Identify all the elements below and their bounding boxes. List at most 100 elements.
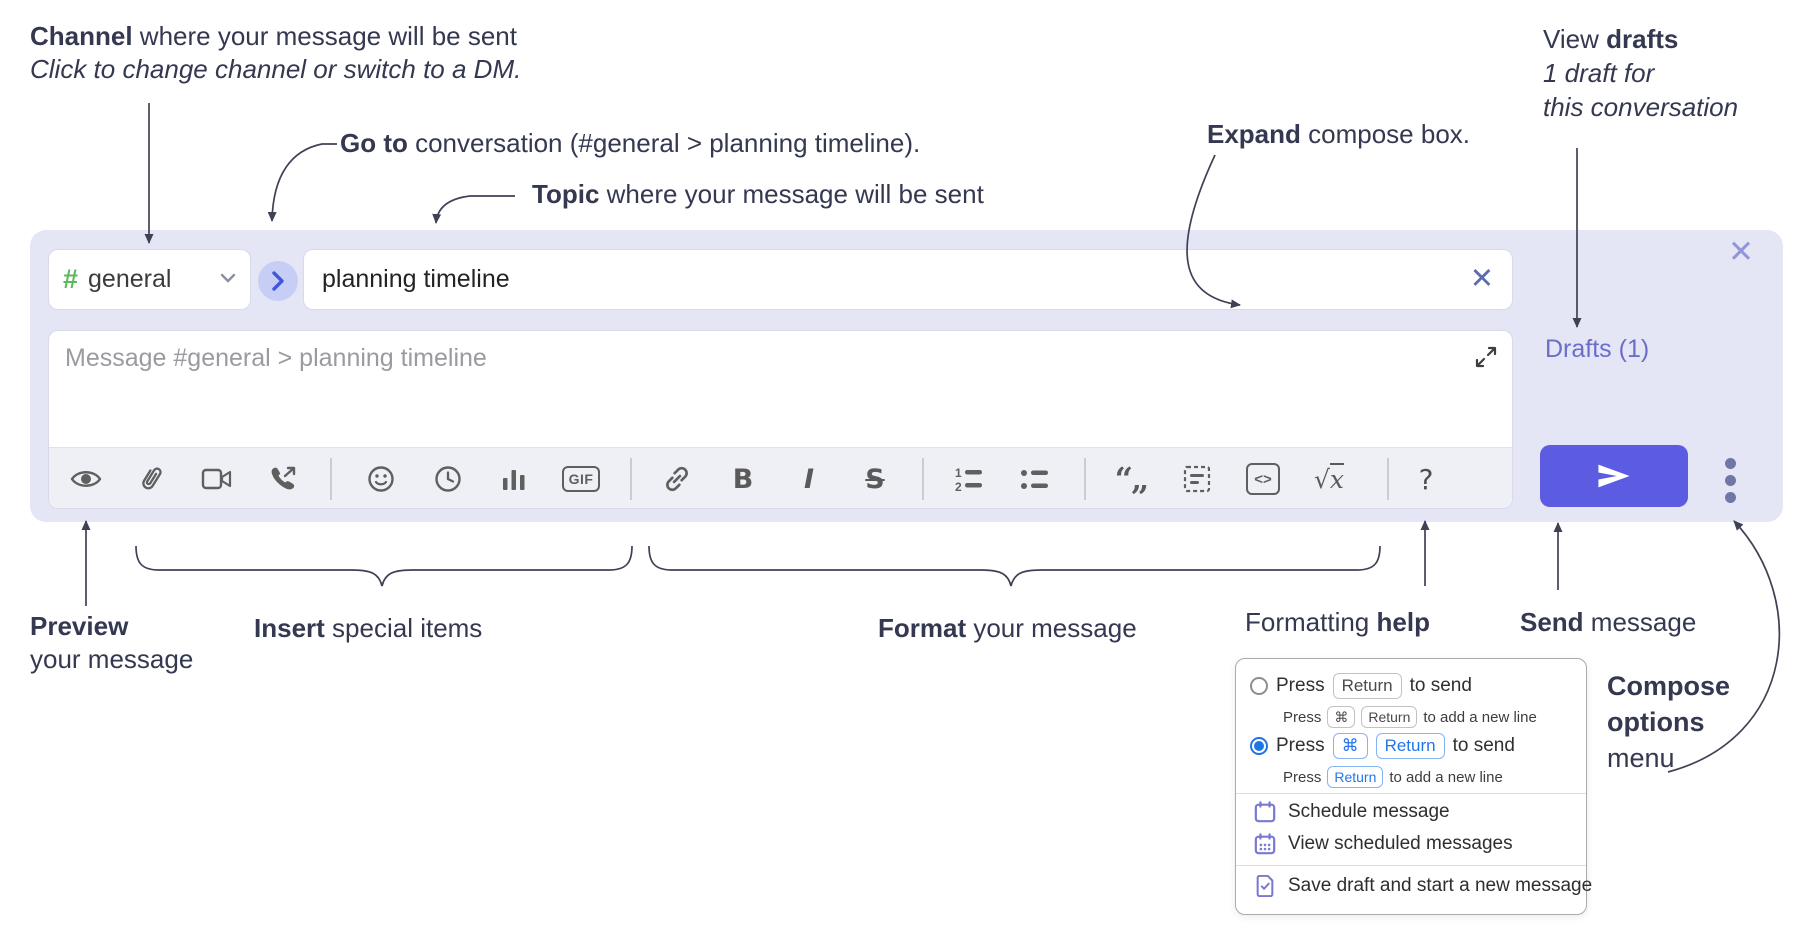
question-mark-icon: ? [1418,462,1434,496]
menu-divider [1236,793,1586,794]
channel-name: general [88,265,172,293]
voice-call-button[interactable] [263,460,303,498]
math-button[interactable]: √x [1309,460,1349,498]
attach-file-button[interactable] [131,460,171,498]
schedule-message-item[interactable]: Schedule message [1254,801,1450,823]
toolbar-divider [1387,458,1389,500]
compose-options-annotation: Compose options menu [1607,671,1731,773]
ellipsis-dot [1724,458,1736,469]
send-annotation: Send message [1520,607,1697,637]
menu-divider [1236,865,1586,866]
topic-input[interactable]: planning timeline ✕ [303,249,1513,310]
smiley-icon [368,466,394,492]
cmd-key: ⌘ [1332,733,1368,759]
channel-hash-icon: # [63,264,79,294]
insert-brace [135,545,633,587]
formatting-help-button[interactable]: ? [1406,460,1446,498]
ellipsis-dot [1724,475,1736,486]
code-icon: <> [1246,463,1280,495]
save-draft-item[interactable]: Save draft and start a new message [1254,875,1592,897]
topic-annotation: Topic where your message will be sent [532,179,984,209]
ellipsis-dot [1724,492,1736,503]
send-option-enter-sub: Press ⌘ Return to add a new line [1283,706,1537,728]
spoiler-icon [1183,465,1211,493]
italic-button[interactable]: I [789,460,829,498]
go-to-conversation-button[interactable] [258,261,298,301]
video-camera-icon [201,468,232,490]
send-option-enter[interactable]: Press Return to send [1250,673,1472,699]
quote-button[interactable]: “„ [1111,460,1151,498]
math-icon: √x [1313,462,1345,494]
channel-annotation-bold: Channel [30,21,133,51]
compose-toolbar: GIF B I S [49,447,1512,508]
topic-connector [432,195,515,224]
spoiler-button[interactable] [1177,460,1217,498]
link-button[interactable] [657,460,697,498]
chevron-right-icon [272,271,284,291]
bulleted-list-icon [1021,470,1048,489]
numbered-list-icon: 1 2 [955,466,982,492]
help-annotation: Formatting help [1245,607,1430,637]
drafts-link[interactable]: Drafts (1) [1545,335,1650,363]
preview-button[interactable] [66,460,106,498]
quote-icon: “„ [1114,460,1150,498]
preview-annotation: Preview your message [30,611,194,674]
emoji-button[interactable] [361,460,401,498]
svg-text:1: 1 [955,466,962,480]
channel-annotation: Channel where your message will be sent … [30,21,522,84]
insert-annotation: Insert special items [254,613,483,643]
eye-icon [70,471,102,487]
expand-compose-icon[interactable] [1474,345,1498,369]
send-option-cmd-enter[interactable]: Press ⌘ Return to send [1250,733,1515,759]
toolbar-divider [330,458,332,500]
cmd-key: ⌘ [1327,706,1356,728]
toolbar-divider [1084,458,1086,500]
clear-topic-icon[interactable]: ✕ [1469,263,1494,295]
poll-button[interactable] [494,460,534,498]
time-button[interactable] [428,460,468,498]
draft-check-icon [1256,875,1274,897]
return-key: Return [1375,733,1445,759]
compose-options-button[interactable] [1710,458,1750,503]
calendar-dots-icon [1254,833,1276,855]
topic-value: planning timeline [322,265,510,293]
expand-annotation: Expand compose box. [1207,119,1471,149]
toolbar-divider [922,458,924,500]
channel-annotation-sub: Click to change channel or switch to a D… [30,54,522,84]
view-scheduled-messages-item[interactable]: View scheduled messages [1254,833,1513,855]
goto-annotation: Go to conversation (#general > planning … [340,128,921,158]
format-annotation: Format your message [878,613,1137,643]
goto-connector [267,143,337,222]
compose-box: # general planning timeline ✕ ✕ Message … [30,230,1783,522]
return-key: Return [1332,673,1402,699]
bulleted-list-button[interactable] [1015,460,1055,498]
format-brace [648,545,1381,587]
strikethrough-button[interactable]: S [855,460,895,498]
code-button[interactable]: <> [1243,460,1283,498]
send-option-cmd-enter-sub: Press Return to add a new line [1283,766,1503,788]
bold-button[interactable]: B [723,460,763,498]
send-button[interactable] [1540,445,1688,507]
bold-icon: B [732,463,754,495]
bar-chart-icon [503,470,525,490]
compose-options-menu: Press Return to send Press ⌘ Return to a… [1235,658,1592,915]
link-icon [666,466,688,492]
view-drafts-annotation: View drafts 1 draft for this conversatio… [1543,24,1739,122]
toolbar-divider [630,458,632,500]
channel-selector[interactable]: # general [48,249,251,310]
message-block: Message #general > planning timeline [48,330,1513,509]
paperclip-icon [142,467,162,490]
numbered-list-button[interactable]: 1 2 [949,460,989,498]
phone-call-icon [271,466,296,490]
message-textarea[interactable]: Message #general > planning timeline [49,331,1512,448]
video-call-button[interactable] [197,460,237,498]
radio-selected-icon[interactable] [1250,737,1268,755]
radio-unselected-icon[interactable] [1250,677,1268,695]
gif-button[interactable]: GIF [561,460,601,498]
svg-text:2: 2 [955,480,962,492]
clock-icon [435,466,461,492]
send-icon [1598,464,1630,488]
gif-icon: GIF [561,466,601,492]
message-placeholder: Message #general > planning timeline [65,344,487,372]
close-compose-icon[interactable]: ✕ [1728,234,1754,269]
